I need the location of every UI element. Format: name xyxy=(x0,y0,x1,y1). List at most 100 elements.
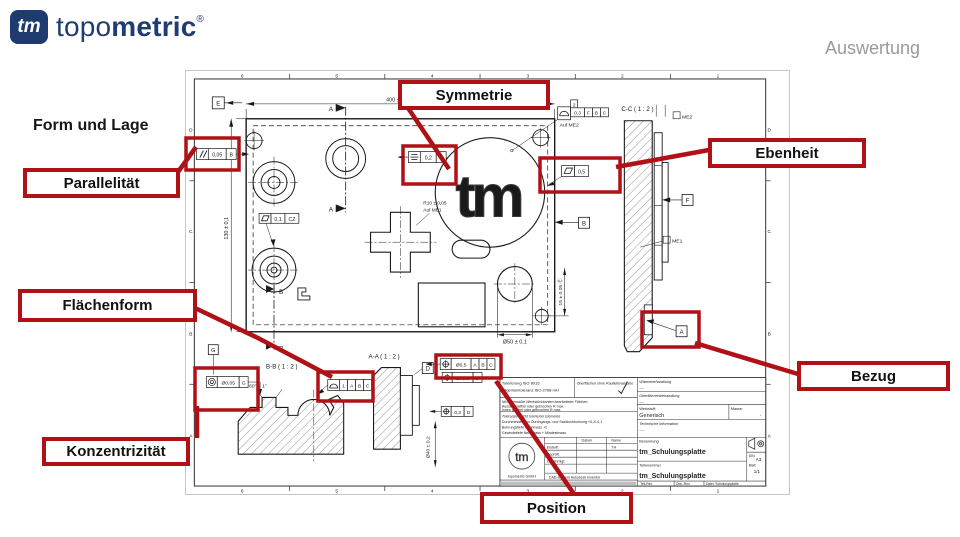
svg-text:2: 2 xyxy=(621,73,624,79)
svg-text:Oberflächenbehandlung: Oberflächenbehandlung xyxy=(639,394,680,398)
svg-text:Innen gratfrei oder gebrochen: Innen gratfrei oder gebrochen R max xyxy=(502,408,561,412)
topometric-logo: tm topometric® xyxy=(10,10,204,44)
fcf-profile-top: 2 0,3 F B C Auf ME2 xyxy=(557,99,609,129)
svg-text:B: B xyxy=(229,153,233,159)
section-aa: A-A ( 1 : 2 ) xyxy=(369,354,437,468)
svg-text:----: ---- xyxy=(639,399,645,404)
grid-labels: 65 43 21 65 43 21 DC BA DC BA xyxy=(189,73,771,494)
svg-text:1/1: 1/1 xyxy=(754,469,761,474)
callout-ebenheit: Ebenheit xyxy=(708,138,866,168)
svg-text:F: F xyxy=(686,198,690,204)
technical-drawing: 65 43 21 65 43 21 DC BA DC BA xyxy=(185,70,790,495)
svg-text:5: 5 xyxy=(335,73,338,79)
svg-text:1: 1 xyxy=(717,489,720,494)
drawing-frame xyxy=(189,73,771,492)
svg-text:A: A xyxy=(680,330,684,336)
tm-logo-icon: tm xyxy=(10,10,48,44)
svg-text:Toleranzen nicht tolerierter E: Toleranzen nicht tolerierter Elemente xyxy=(502,414,560,418)
svg-text:Geprüft:: Geprüft: xyxy=(547,453,560,457)
dim-r10: R10 ± 0,05 xyxy=(423,200,447,206)
note-auf-me1: Auf ME1 xyxy=(423,207,442,213)
svg-text:Erstellt:: Erstellt: xyxy=(547,446,559,450)
fcf-flatness-05: 0,5 xyxy=(546,165,589,186)
svg-text:C: C xyxy=(767,229,771,235)
svg-text:F: F xyxy=(587,110,590,116)
svg-text:2: 2 xyxy=(621,489,624,494)
brand-wordmark: topometric® xyxy=(56,11,204,43)
cc-labels: ME2 ME1 xyxy=(640,111,693,248)
svg-text:topometric GmbH: topometric GmbH xyxy=(508,475,536,479)
svg-text:Technische Information: Technische Information xyxy=(639,422,678,426)
svg-text:B: B xyxy=(279,289,283,296)
svg-text:B: B xyxy=(582,221,586,227)
fcf-parallelism: 0,05 B xyxy=(196,148,250,160)
flatness-symbol xyxy=(260,215,270,222)
svg-text:6: 6 xyxy=(241,73,244,79)
svg-text:E: E xyxy=(439,156,443,162)
drawing-svg: 65 43 21 65 43 21 DC BA DC BA xyxy=(189,73,771,494)
svg-text:Masse:: Masse: xyxy=(731,407,743,411)
fcf-position-03: 0,3 D xyxy=(429,406,474,417)
page-title: Auswertung xyxy=(824,38,920,58)
svg-text:4: 4 xyxy=(431,73,434,79)
fcf-position: Ø0,5 A B C Ø0,05 D xyxy=(425,358,496,383)
svg-text:G: G xyxy=(242,381,246,387)
section-aa-label: A-A ( 1 : 2 ) xyxy=(369,354,400,361)
svg-text:C: C xyxy=(489,363,493,369)
svg-text:----: ---- xyxy=(639,385,645,390)
svg-text:B: B xyxy=(279,346,283,353)
callout-position: Position xyxy=(480,492,633,524)
svg-text:Tolerierung ISO 8015: Tolerierung ISO 8015 xyxy=(502,381,540,386)
svg-text:B: B xyxy=(768,332,771,338)
fcf-flatness-cz: 0,1 CZ xyxy=(258,212,300,247)
svg-text:A: A xyxy=(189,433,193,439)
svg-text:D: D xyxy=(467,410,471,416)
section-heading: Form und Lage xyxy=(33,117,149,134)
svg-text:0,05: 0,05 xyxy=(212,153,222,159)
label-me2: ME2 xyxy=(682,114,692,120)
svg-text:Oberflächen ohne Rautiefenanga: Oberflächen ohne Rautiefenangabe xyxy=(577,382,634,386)
svg-text:Allgemeintoleranz ISO 2768-mH: Allgemeintoleranz ISO 2768-mH xyxy=(502,387,559,392)
callout-flaechenform: Flächenform xyxy=(18,289,197,322)
svg-text:DIN: DIN xyxy=(749,454,755,458)
projection-symbol xyxy=(748,437,765,450)
dim-angle: 60° ± 1° xyxy=(249,384,267,390)
svg-text:C: C xyxy=(603,110,607,116)
position-symbol xyxy=(442,407,450,415)
section-cc: C-C ( 1 : 2 ) xyxy=(621,104,669,353)
svg-text:Dok.-Rev.: Dok.-Rev. xyxy=(676,482,690,486)
svg-text:Ø0,5: Ø0,5 xyxy=(456,363,467,369)
svg-text:tm_Schulungsplatte: tm_Schulungsplatte xyxy=(639,473,706,480)
datum-d: D xyxy=(414,362,434,375)
svg-text:1: 1 xyxy=(717,73,720,79)
svg-text:G: G xyxy=(211,348,215,354)
svg-text:CZ: CZ xyxy=(288,217,295,223)
svg-text:B: B xyxy=(189,332,192,338)
svg-text:Datum: Datum xyxy=(582,439,593,443)
svg-text:D: D xyxy=(767,128,771,134)
svg-text:tm_Schulungsplatte: tm_Schulungsplatte xyxy=(639,449,706,456)
svg-text:4: 4 xyxy=(431,489,434,494)
section-mark-a-bottom: A xyxy=(329,206,334,213)
title-block: Tolerierung ISO 8015 Allgemeintoleranz I… xyxy=(499,377,767,487)
note-auf-me2: Auf ME2 xyxy=(560,123,579,129)
svg-text:----: ---- xyxy=(639,427,645,432)
callout-parallelitaet: Parallelität xyxy=(23,168,180,198)
fcf-symmetry: 0,2 E xyxy=(397,151,447,163)
section-bb: B-B ( 1 : 2 ) 60° ± 1° xyxy=(237,364,345,462)
fcf-profile-bottom: 1 A B C xyxy=(316,379,372,395)
svg-text:Datei: Schulungsplatte: Datei: Schulungsplatte xyxy=(706,482,739,486)
section-line-b: B B xyxy=(266,284,283,353)
svg-text:1: 1 xyxy=(342,384,345,390)
svg-text:0,3: 0,3 xyxy=(454,410,461,416)
brand-metric: metric xyxy=(111,11,197,42)
svg-text:B: B xyxy=(595,110,598,116)
svg-text:-: - xyxy=(760,413,762,418)
svg-text:A3: A3 xyxy=(756,457,762,462)
svg-text:Teil-Rev.: Teil-Rev. xyxy=(640,482,653,486)
svg-text:D: D xyxy=(189,128,193,134)
svg-text:Name: Name xyxy=(611,439,621,443)
svg-text:tm: tm xyxy=(515,450,528,464)
section-cc-label: C-C ( 1 : 2 ) xyxy=(621,106,653,113)
callout-bezug: Bezug xyxy=(797,361,950,391)
